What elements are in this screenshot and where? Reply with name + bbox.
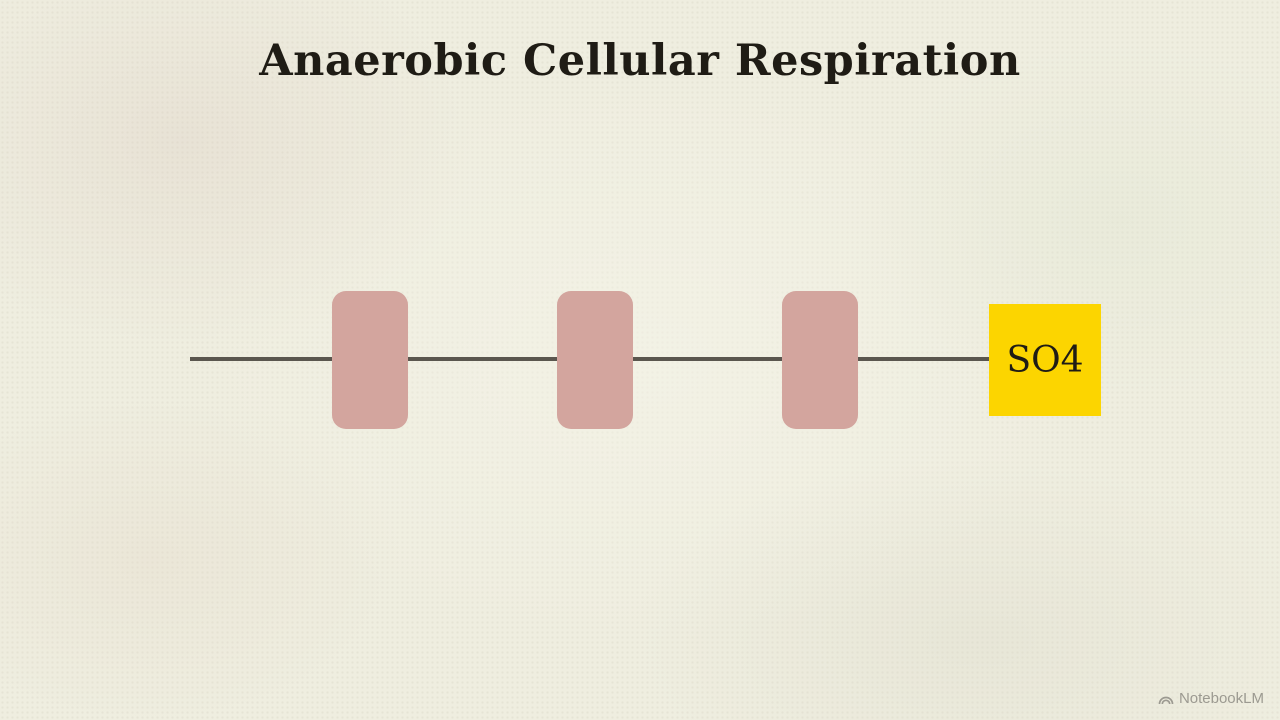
electron-carrier-3 xyxy=(782,291,858,429)
electron-carrier-1 xyxy=(332,291,408,429)
electron-carrier-2 xyxy=(557,291,633,429)
watermark-text: NotebookLM xyxy=(1178,690,1264,707)
final-electron-acceptor-label: SO4 xyxy=(1006,339,1084,381)
slide-title: Anaerobic Cellular Respiration xyxy=(259,36,1021,86)
notebooklm-watermark: NotebookLM xyxy=(1158,690,1264,707)
final-electron-acceptor: SO4 xyxy=(989,304,1101,416)
notebooklm-logo-icon xyxy=(1158,693,1174,705)
